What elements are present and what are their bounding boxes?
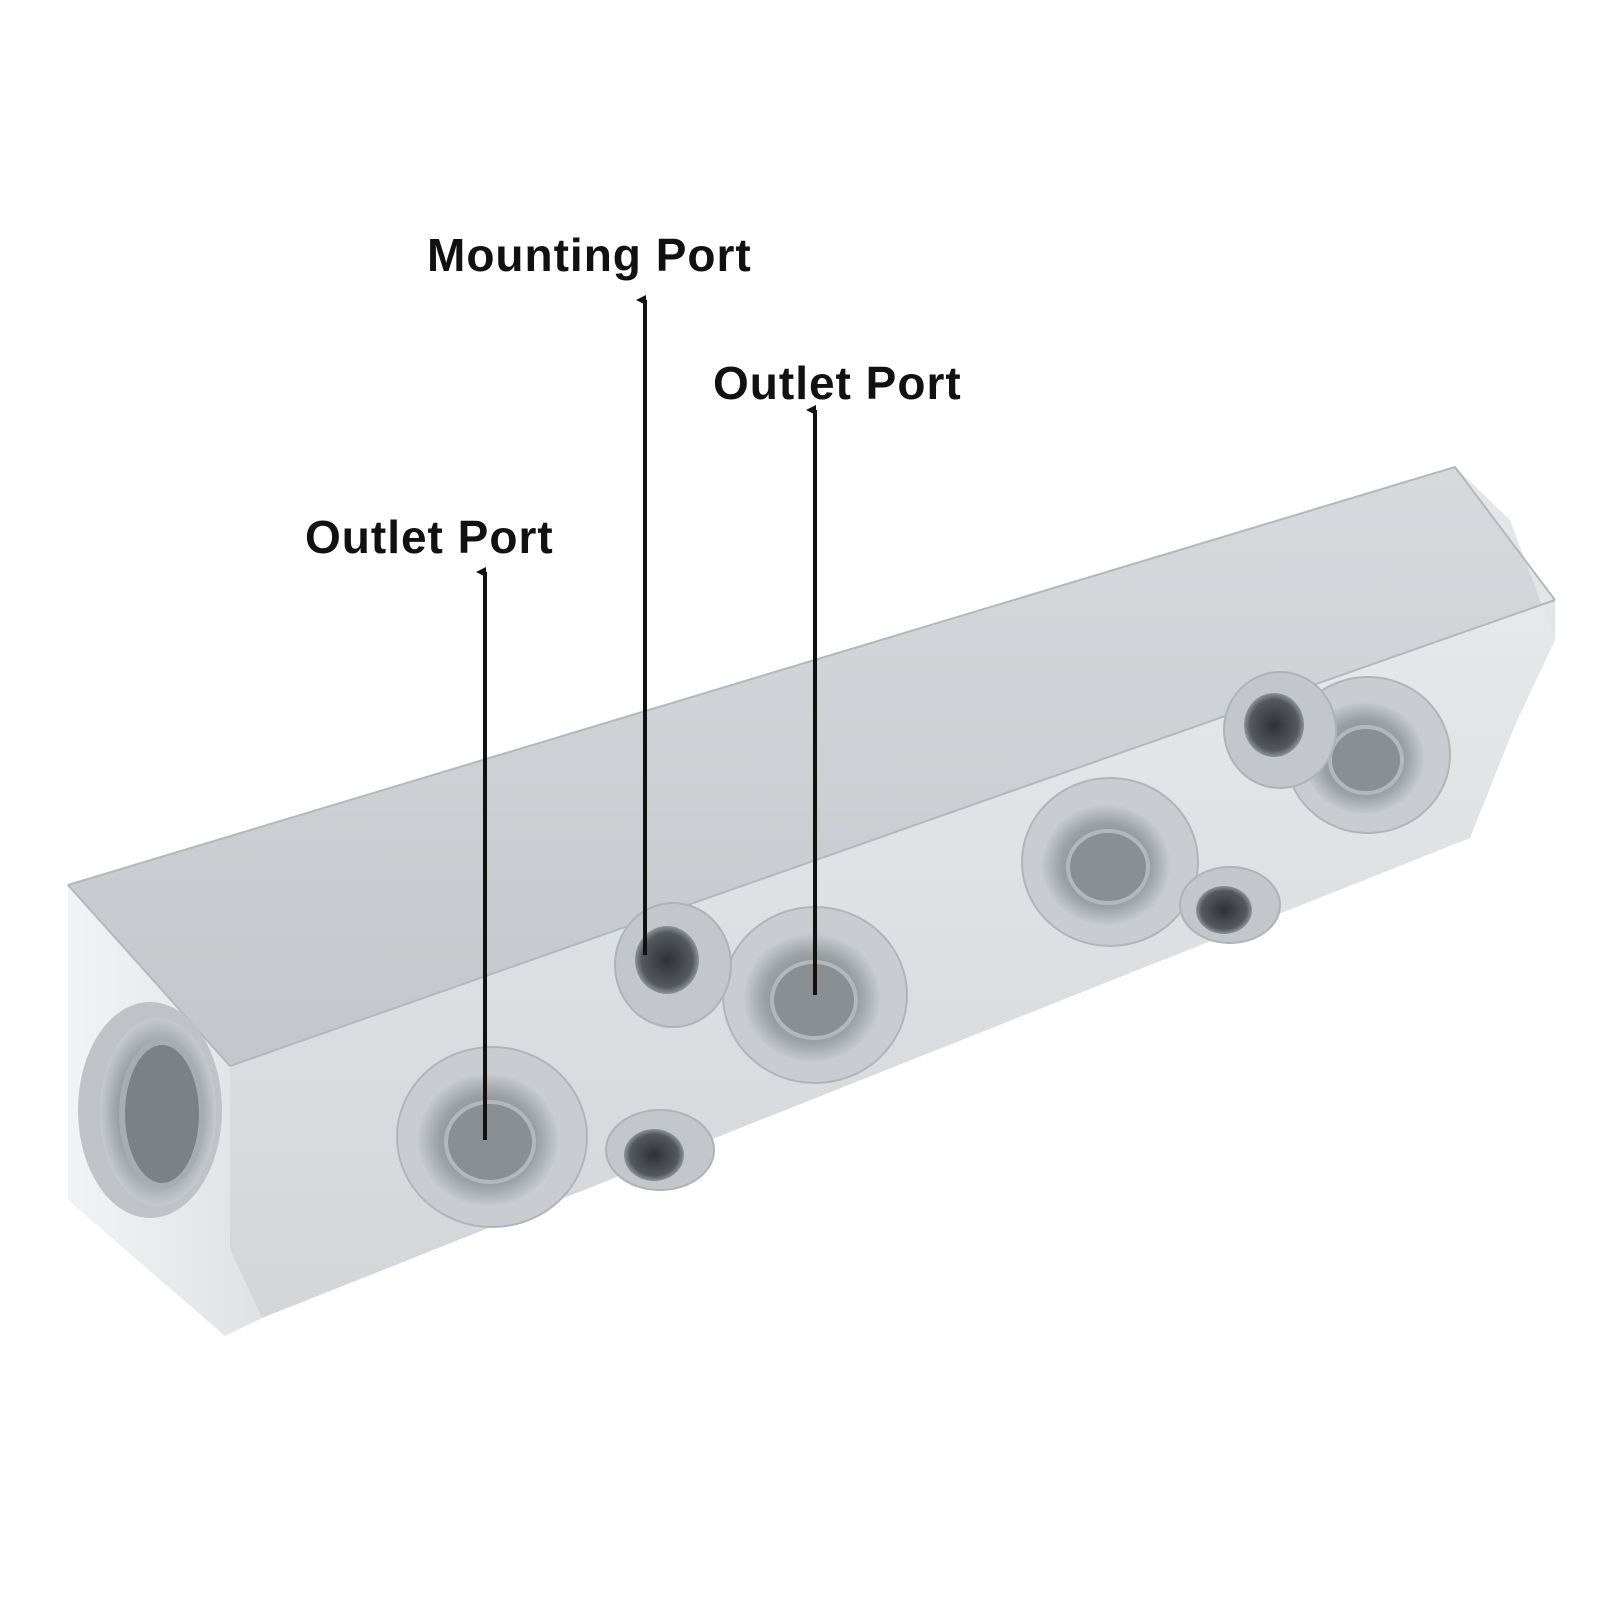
mounting-hole-icon [605,1109,715,1191]
threaded-end-port-icon [78,1002,222,1218]
threaded-outlet-port-icon [396,1046,588,1228]
threaded-outlet-port-icon [1021,777,1199,947]
mounting-hole-icon [1223,671,1337,789]
label-outlet-port-center: Outlet Port [713,357,962,409]
mounting-hole-icon [614,902,732,1028]
label-outlet-port-left: Outlet Port [305,511,554,563]
mounting-hole-icon [1179,866,1281,944]
manifold-edges [67,465,1556,1067]
manifold-top-face [68,467,1555,1066]
label-mounting-port: Mounting Port [427,229,752,281]
